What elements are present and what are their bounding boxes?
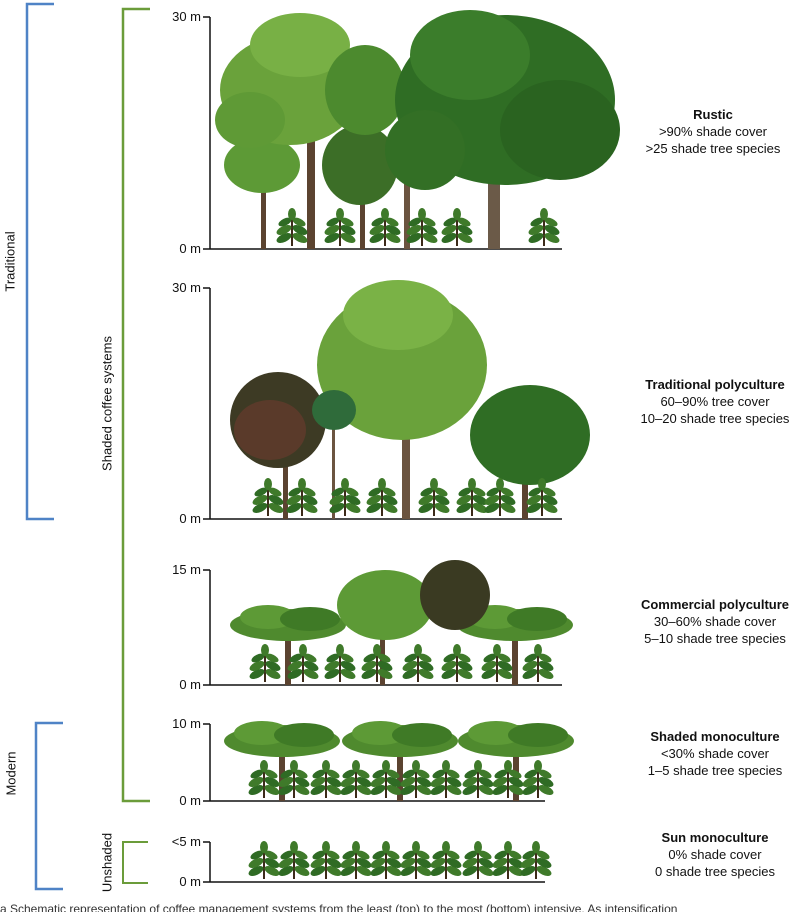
shaded-mono-bottom-label: 0 m [179, 793, 201, 808]
shaded-mono-top-label: 10 m [172, 716, 201, 731]
system-name: Sun monoculture [661, 830, 769, 845]
shaded-bracket [121, 7, 150, 803]
shade-cover: >90% shade cover [658, 124, 768, 139]
traditional-bracket [25, 2, 54, 521]
sun-mono-top-label: <5 m [171, 834, 201, 849]
commercial-polyculture-trees [230, 560, 573, 685]
shaded-monoculture-description: Shaded monoculture <30% shade cover 1–5 … [605, 728, 800, 779]
system-name: Rustic [693, 107, 733, 122]
traditional-polyculture-trees [230, 280, 590, 519]
system-name: Traditional polyculture [645, 377, 785, 392]
modern-label: Modern [3, 751, 19, 796]
shade-cover: 30–60% shade cover [653, 614, 777, 629]
species-count: 0 shade tree species [655, 864, 775, 879]
rustic-top-label: 30 m [172, 9, 201, 24]
traditional-top-label: 30 m [172, 280, 201, 295]
rustic-description: Rustic >90% shade cover >25 shade tree s… [603, 106, 800, 157]
unshaded-bracket [122, 841, 148, 884]
species-count: 1–5 shade tree species [647, 763, 783, 778]
shade-cover: 60–90% tree cover [660, 394, 770, 409]
figure-caption: a Schematic representation of coffee man… [0, 902, 678, 912]
shade-cover: 0% shade cover [668, 847, 762, 862]
shade-cover: <30% shade cover [660, 746, 770, 761]
commercial-bottom-label: 0 m [179, 677, 201, 692]
commercial-polyculture-description: Commercial polyculture 30–60% shade cove… [605, 596, 800, 647]
rustic-bottom-label: 0 m [179, 241, 201, 256]
traditional-polyculture-description: Traditional polyculture 60–90% tree cove… [605, 376, 800, 427]
sun-monoculture-coffee [246, 840, 554, 880]
species-count: 5–10 shade tree species [644, 631, 786, 646]
unshaded-label: Unshaded [99, 832, 115, 893]
system-name: Commercial polyculture [640, 597, 790, 612]
rustic-trees [215, 10, 620, 249]
sun-monoculture-description: Sun monoculture 0% shade cover 0 shade t… [605, 829, 800, 880]
shaded-monoculture-trees [224, 721, 574, 801]
species-count: 10–20 shade tree species [640, 411, 790, 426]
traditional-label: Traditional [2, 231, 18, 292]
system-name: Shaded monoculture [650, 729, 780, 744]
sun-mono-bottom-label: 0 m [179, 874, 201, 889]
shaded-systems-label: Shaded coffee systems [99, 336, 115, 471]
modern-bracket [34, 721, 63, 891]
traditional-bottom-label: 0 m [179, 511, 201, 526]
species-count: >25 shade tree species [645, 141, 781, 156]
commercial-top-label: 15 m [172, 562, 201, 577]
